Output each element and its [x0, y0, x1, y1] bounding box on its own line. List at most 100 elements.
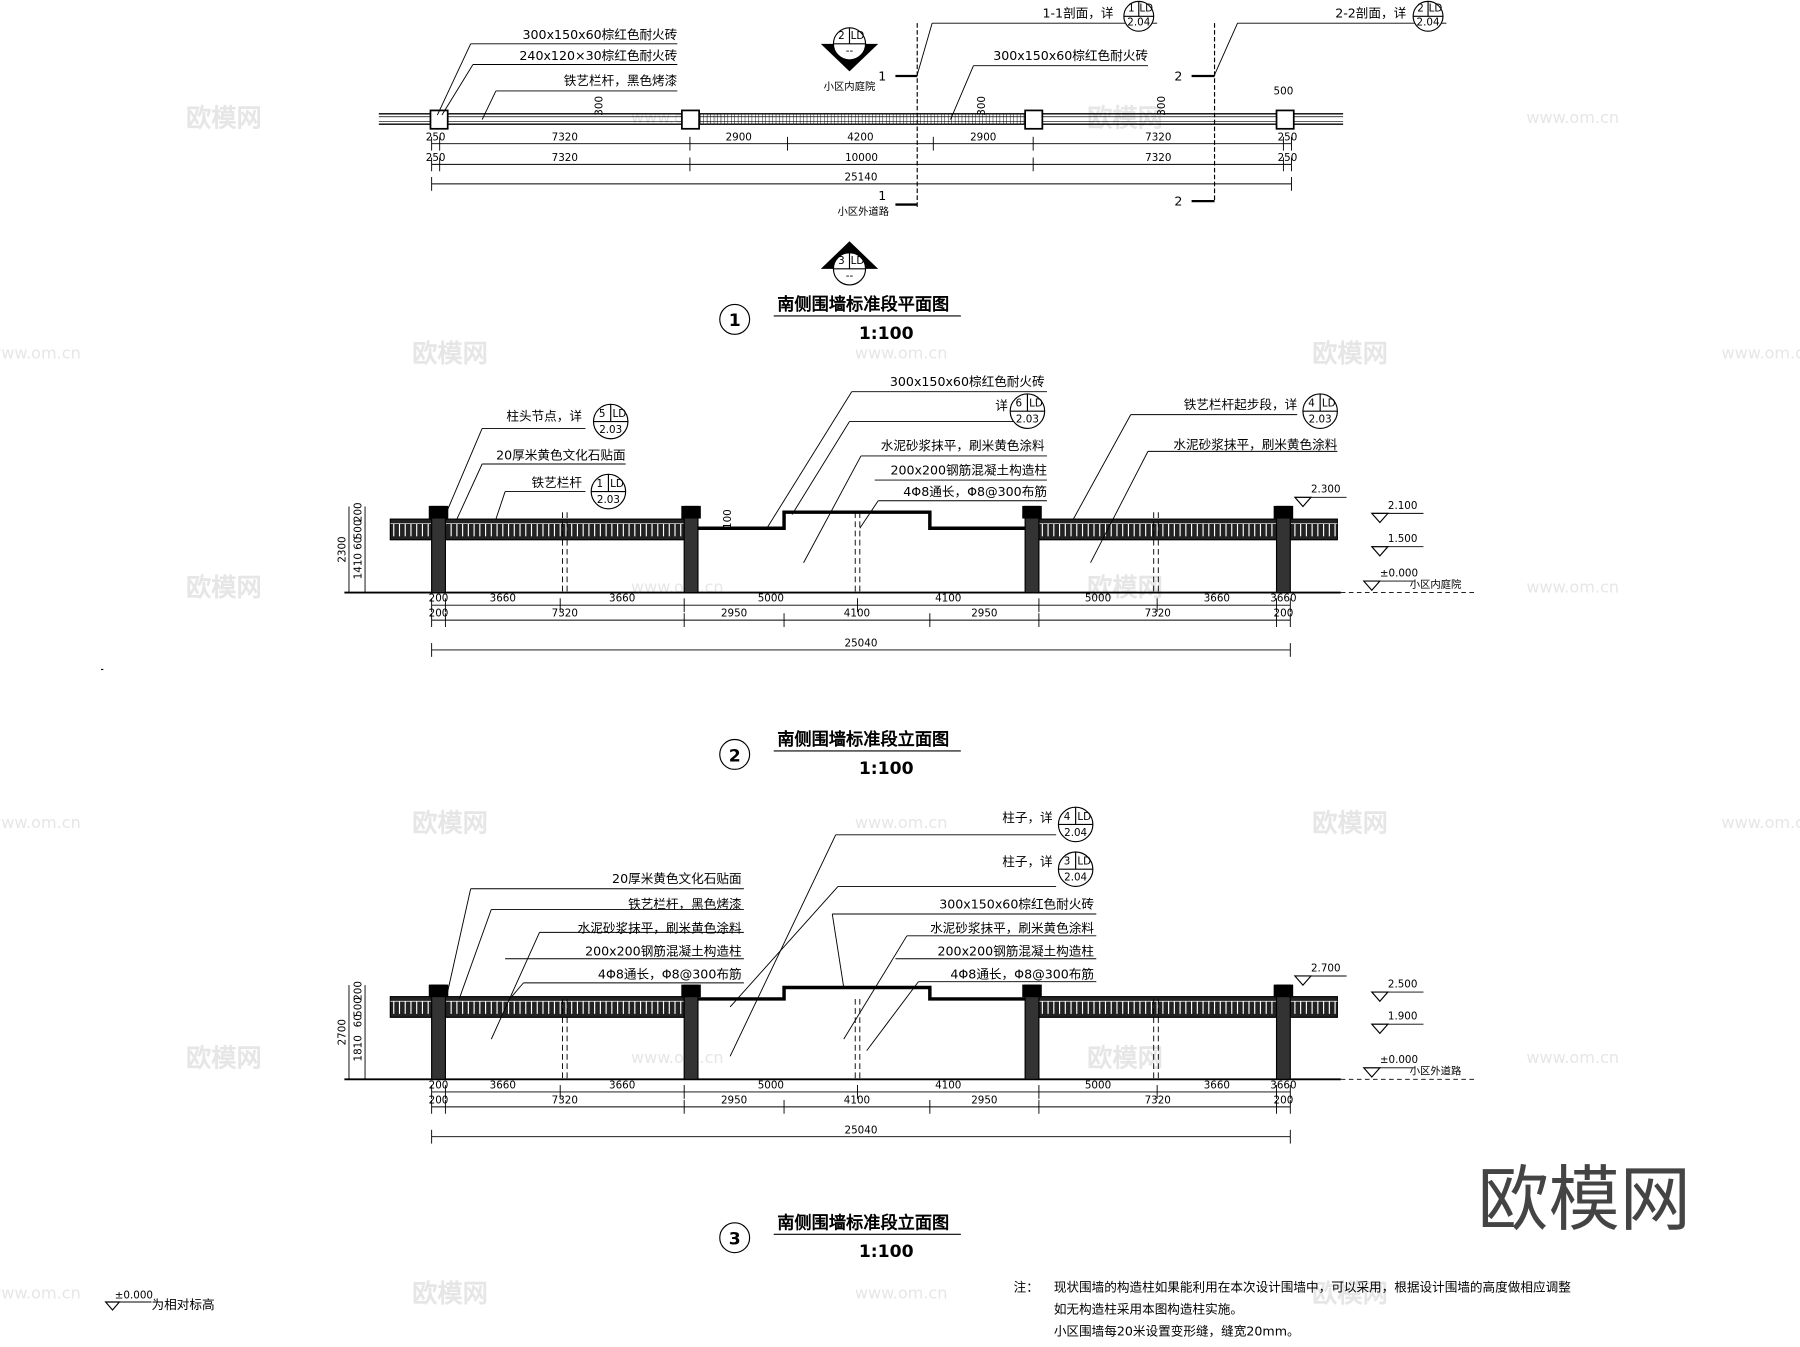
dim-value: 2950 [971, 608, 997, 620]
level-marker [1370, 1023, 1390, 1035]
dim-value: 7320 [552, 152, 578, 164]
dim-value: 7320 [552, 131, 578, 143]
legend-text: 为相对标高 [152, 1297, 215, 1312]
dim-value: 4100 [844, 1094, 870, 1106]
railing-band [1038, 996, 1338, 1018]
vdim-value: 500 [353, 997, 365, 1017]
callout-sheet: LD [1077, 856, 1091, 868]
vdim-value: 60 [353, 537, 365, 550]
dim-value: 200 [429, 1094, 449, 1106]
callout-number: 2 [838, 30, 845, 42]
level-marker [1370, 546, 1390, 557]
dim-value: 3660 [490, 1079, 516, 1091]
callout-number: 3 [838, 255, 845, 267]
watermark-logo: 欧模网 [1312, 1279, 1388, 1308]
section-mark: 2 [1174, 69, 1182, 84]
note-line: 小区围墙每20米设置变形缝，缝宽20mm。 [1054, 1323, 1300, 1338]
elevation-note: 水泥砂浆抹平，刷米黄色涂料 [1173, 437, 1337, 452]
level-value: ±0.000 [1380, 567, 1418, 579]
dim-value: 2950 [721, 608, 747, 620]
elevation-note: 铁艺栏杆 [532, 475, 583, 490]
view-title: 南侧围墙标准段平面图 [777, 294, 949, 315]
dim-total: 25040 [845, 638, 878, 650]
view-scale: 1:100 [859, 759, 914, 779]
leader-line [859, 500, 879, 529]
watermark-logo: 欧模网 [186, 573, 262, 602]
dim-value: 3660 [490, 593, 516, 605]
watermark-url: www.om.cn [1526, 1048, 1619, 1067]
leader-line [803, 455, 862, 563]
dim-value: 7320 [1145, 131, 1171, 143]
vdim-value: 1810 [353, 1035, 365, 1061]
level-value: 1.500 [1388, 533, 1418, 545]
column-cap [1022, 505, 1042, 519]
callout-number: 1 [597, 478, 604, 490]
elevation-note: 水泥砂浆抹平，刷米黄色涂料 [578, 920, 742, 935]
note-line: 如无构造柱采用本图构造柱实施。 [1054, 1301, 1243, 1316]
watermark-logo: 欧模网 [412, 808, 488, 837]
elevation-note: 20厚米黄色文化石贴面 [496, 447, 626, 462]
watermark-brand-large: 欧模网 [1477, 1158, 1690, 1241]
dim-value: 3660 [609, 1079, 635, 1091]
leader-line [916, 23, 933, 75]
callout-sheet: LD [1429, 3, 1443, 15]
column-cap [1022, 984, 1042, 998]
plan-note: 300x150x60棕红色耐火砖 [523, 27, 678, 42]
dim-value: 7320 [1145, 1094, 1171, 1106]
elevation-note: 柱子，详 [1002, 854, 1052, 869]
structural-column [1275, 984, 1291, 1080]
pier [429, 109, 449, 130]
watermark-logo: 欧模网 [1312, 808, 1388, 837]
dim-value: 200 [429, 1079, 449, 1091]
title-number: 3 [729, 1230, 741, 1250]
elevation-note: 300x150x60棕红色耐火砖 [939, 896, 1094, 911]
level-marker [1370, 512, 1390, 524]
structural-column [683, 984, 699, 1080]
elevation-note: 柱头节点，详 [506, 408, 582, 423]
watermark-layer: 欧模网欧模网欧模网欧模网欧模网欧模网欧模网欧模网欧模网欧模网欧模网欧模网www.… [0, 103, 1800, 1308]
leader-line [1090, 451, 1149, 563]
view-marker-3: 3 LD -- [832, 252, 867, 286]
dim-value: 3660 [1204, 1079, 1230, 1091]
watermark-url: www.om.cn [0, 1284, 81, 1303]
structural-column [1275, 505, 1291, 594]
dim-value: 7320 [1145, 152, 1171, 164]
elevation-note: 4Φ8通长，Φ8@300布筋 [903, 484, 1047, 499]
dim-value: 4100 [935, 593, 961, 605]
elevation-note: 水泥砂浆抹平，刷米黄色涂料 [930, 920, 1094, 935]
dim-value: 250 [1278, 131, 1298, 143]
railing-band [1038, 518, 1338, 541]
callout-page: -- [846, 270, 854, 282]
plan-note: 240x120×30棕红色耐火砖 [519, 48, 677, 63]
watermark-url: www.om.cn [855, 1284, 948, 1303]
callout-sheet: LD [851, 255, 865, 267]
watermark-url: www.om.cn [0, 813, 81, 832]
ground-caption: 小区内庭院 [1410, 578, 1462, 591]
structural-column [431, 984, 446, 1080]
callout-page: 2.03 [599, 424, 622, 436]
dim-value: 250 [426, 152, 446, 164]
structural-column [683, 505, 699, 594]
vdim-value: 60 [353, 1014, 365, 1027]
level-marker [1362, 580, 1382, 592]
callout-page: 2.04 [1417, 16, 1440, 28]
callout-page: 2.04 [1064, 827, 1087, 839]
watermark-logo: 欧模网 [186, 1044, 262, 1073]
pier [1024, 109, 1044, 130]
level-value: 2.100 [1388, 500, 1418, 512]
dim-value: 2950 [721, 1094, 747, 1106]
title-number: 1 [729, 311, 741, 331]
leader-line [1072, 414, 1132, 520]
section-mark: 1 [878, 69, 886, 84]
level-marker [1293, 496, 1313, 508]
watermark-logo: 欧模网 [1312, 339, 1388, 368]
view-scale: 1:100 [859, 324, 914, 344]
callout-number: 4 [1308, 398, 1315, 410]
dim-value: 3660 [1270, 1079, 1296, 1091]
